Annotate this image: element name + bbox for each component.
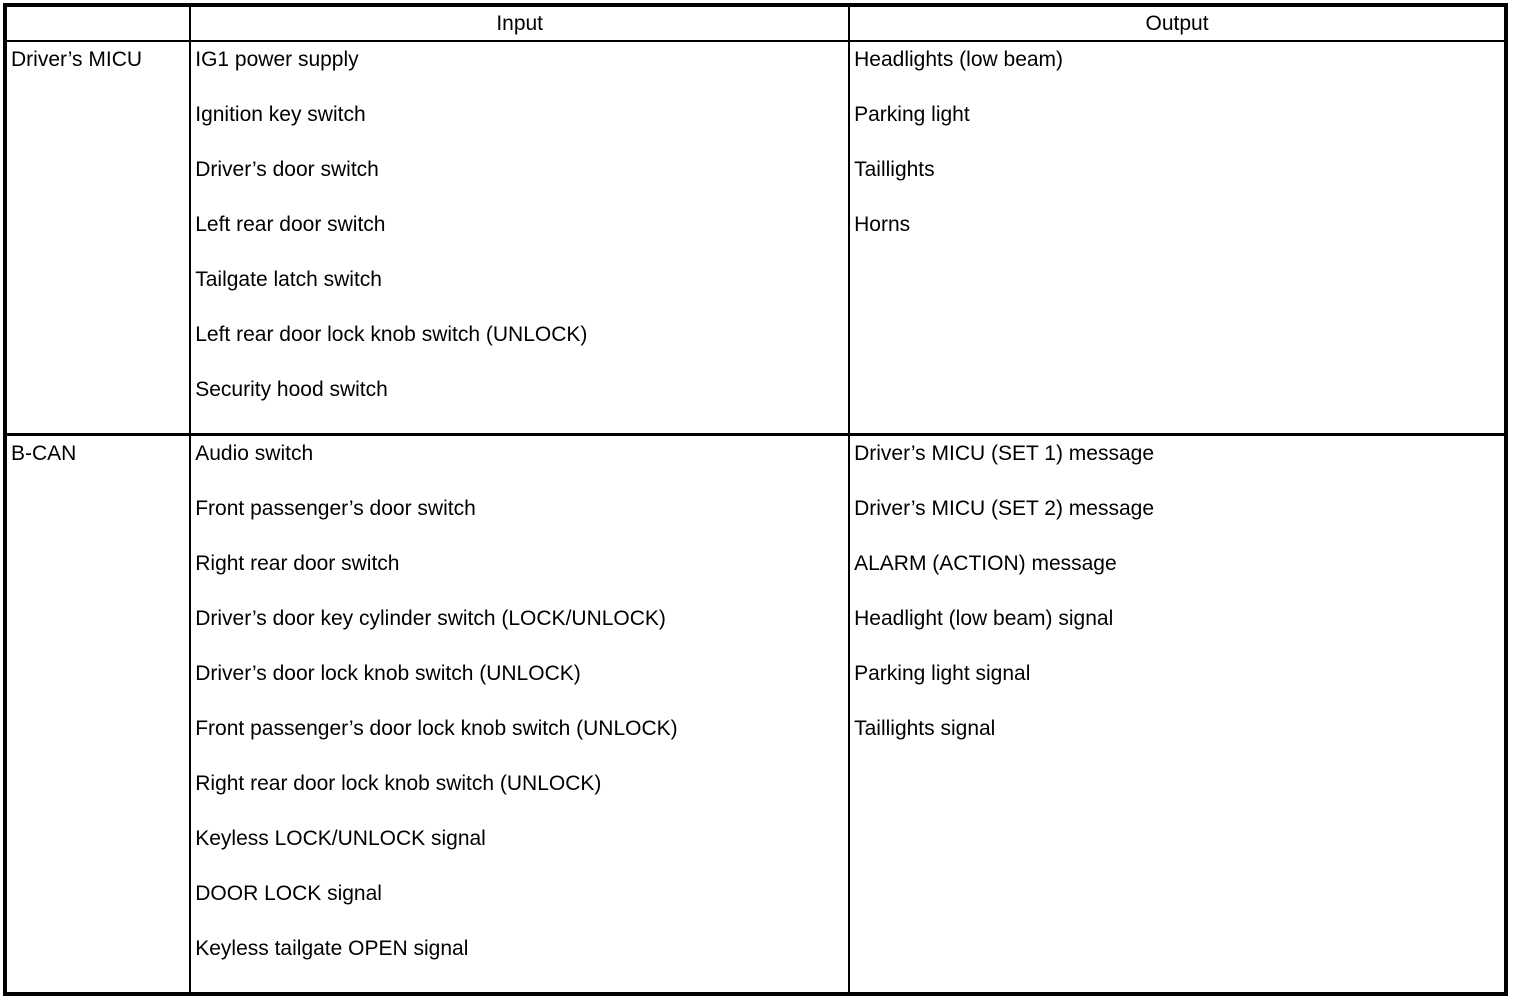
output-item: Driver’s MICU (SET 2) message (854, 497, 1155, 520)
output-item: ALARM (ACTION) message (854, 552, 1117, 575)
output-item: Headlight (low beam) signal (854, 607, 1114, 630)
input-item: Tailgate latch switch (195, 268, 382, 291)
output-item: Horns (854, 213, 911, 236)
output-item: Taillights (854, 158, 935, 181)
input-output-table: Input Output Driver’s MICU IG1 power sup… (3, 3, 1508, 996)
header-source-cell (3, 4, 192, 42)
output-item: Parking light signal (854, 662, 1031, 685)
input-item: Ignition key switch (195, 103, 366, 126)
input-item: Audio switch (195, 442, 314, 465)
row-output-cell: Driver’s MICU (SET 1) message Driver’s M… (848, 433, 1507, 995)
input-item: DOOR LOCK signal (195, 882, 382, 905)
table-row-drivers-micu: Driver’s MICU IG1 power supply Ignition … (3, 40, 1507, 436)
row-source-cell: Driver’s MICU (3, 40, 192, 436)
row-output-cell: Headlights (low beam) Parking light Tail… (848, 40, 1507, 436)
row-source-cell: B-CAN (3, 433, 192, 995)
header-input-cell: Input (189, 4, 851, 42)
input-item: Front passenger’s door lock knob switch … (195, 717, 678, 740)
input-item: Left rear door lock knob switch (UNLOCK) (195, 323, 588, 346)
input-item: Right rear door lock knob switch (UNLOCK… (195, 772, 602, 795)
input-item: Right rear door switch (195, 552, 400, 575)
input-item: Driver’s door lock knob switch (UNLOCK) (195, 662, 581, 685)
header-output-cell: Output (848, 4, 1507, 42)
document-page: Input Output Driver’s MICU IG1 power sup… (3, 3, 1508, 996)
output-item: Parking light (854, 103, 970, 126)
output-item: Headlights (low beam) (854, 48, 1064, 71)
input-item: Keyless LOCK/UNLOCK signal (195, 827, 486, 850)
source-label: B-CAN (11, 442, 77, 465)
row-input-cell: IG1 power supply Ignition key switch Dri… (189, 40, 851, 436)
input-item: Driver’s door key cylinder switch (LOCK/… (195, 607, 666, 630)
input-item: Security hood switch (195, 378, 388, 401)
input-item: IG1 power supply (195, 48, 359, 71)
header-row: Input Output (3, 4, 1507, 42)
output-item: Driver’s MICU (SET 1) message (854, 442, 1155, 465)
table-row-b-can: B-CAN Audio switch Front passenger’s doo… (3, 433, 1507, 995)
source-label: Driver’s MICU (11, 48, 143, 71)
input-item: Front passenger’s door switch (195, 497, 476, 520)
input-item: Keyless tailgate OPEN signal (195, 937, 469, 960)
row-input-cell: Audio switch Front passenger’s door swit… (189, 433, 851, 995)
output-item: Taillights signal (854, 717, 996, 740)
input-item: Left rear door switch (195, 213, 386, 236)
input-item: Driver’s door switch (195, 158, 379, 181)
